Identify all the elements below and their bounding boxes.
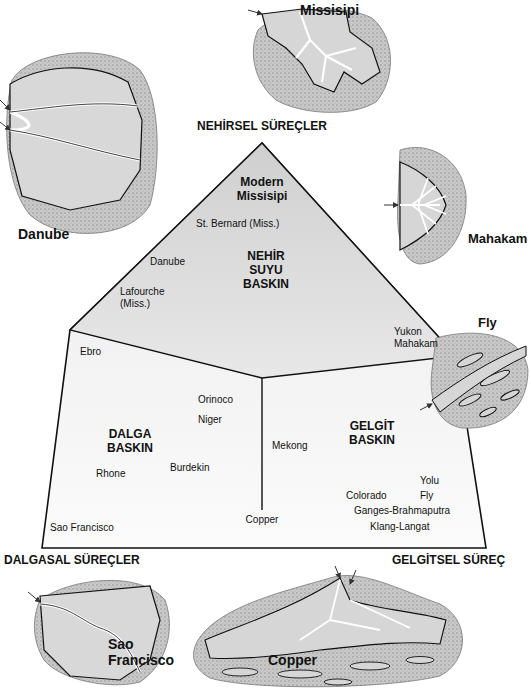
illustration-label: Fly xyxy=(478,316,497,331)
region-label: GELGİT BASKIN xyxy=(337,420,407,448)
delta-name: Danube xyxy=(150,256,185,268)
illustration-label: Danube xyxy=(18,226,69,242)
axis-label: GELGİTSEL SÜREÇ xyxy=(392,554,505,568)
delta-name: Copper xyxy=(232,514,292,526)
illustration-label: Sao Francisco xyxy=(108,636,168,668)
delta-name: Rhone xyxy=(96,468,125,480)
illustration-label: Missisipi xyxy=(300,2,359,18)
delta-name: Burdekin xyxy=(170,462,209,474)
illustration-label: Copper xyxy=(268,652,317,668)
region-label: NEHİR SUYU BASKIN xyxy=(231,250,301,291)
delta-name: Yukon Mahakam xyxy=(394,326,444,349)
delta-name: St. Bernard (Miss.) xyxy=(196,218,279,230)
illustration-label: Mahakam xyxy=(468,232,527,247)
delta-name: Fly xyxy=(420,490,433,502)
delta-name: Lafourche (Miss.) xyxy=(120,286,172,309)
delta-name: Colorado xyxy=(346,490,387,502)
axis-label: NEHİRSEL SÜREÇLER xyxy=(162,120,362,134)
axis-label: DALGASAL SÜREÇLER xyxy=(4,554,140,568)
delta-name: Sao Francisco xyxy=(50,522,114,534)
delta-name: Mekong xyxy=(272,440,308,452)
region-label: DALGA BASKIN xyxy=(95,428,165,456)
delta-name: Ganges-Brahmaputra xyxy=(354,505,450,517)
delta-name: Orinoco xyxy=(198,394,233,406)
region-label: Modern Missisipi xyxy=(222,176,302,204)
delta-name: Yolu xyxy=(420,475,439,487)
delta-name: Ebro xyxy=(80,346,101,358)
delta-name: Klang-Langat xyxy=(370,521,430,533)
delta-name: Niger xyxy=(198,414,222,426)
